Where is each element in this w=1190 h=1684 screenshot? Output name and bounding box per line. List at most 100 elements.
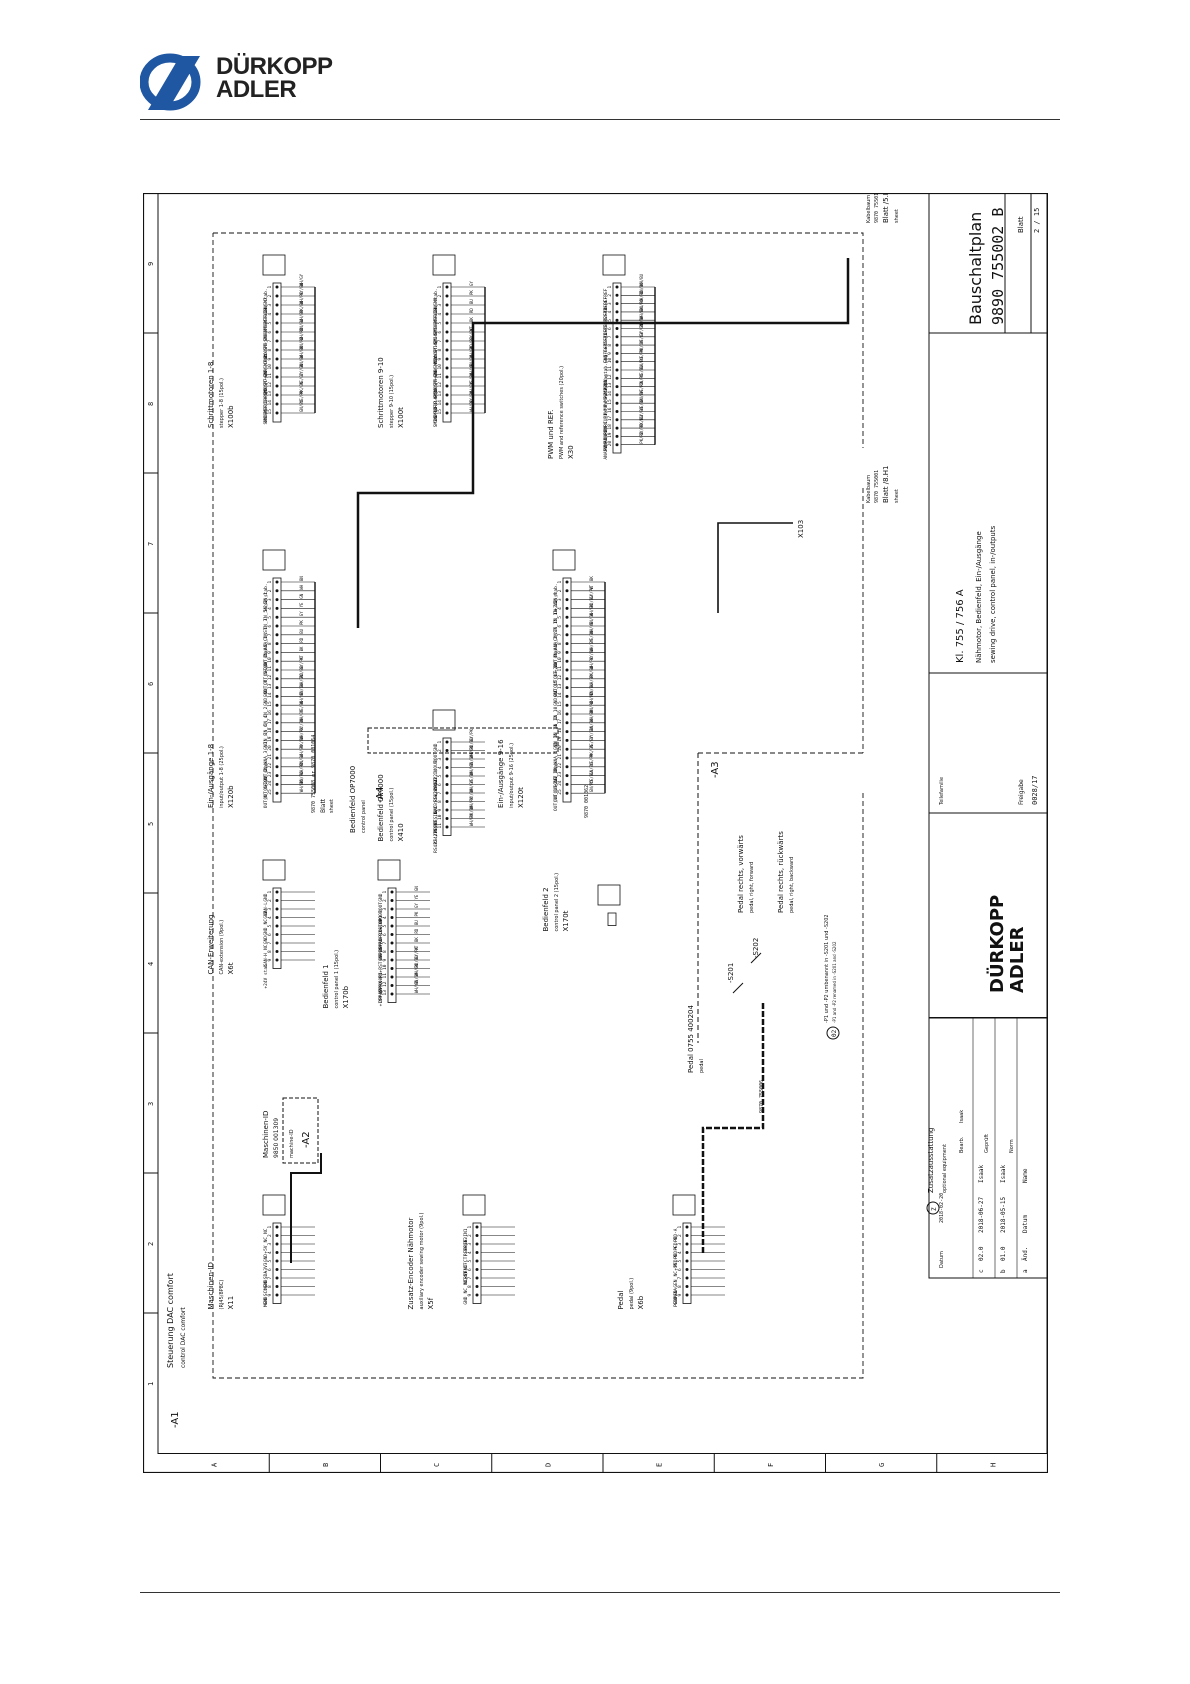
pin-signal: OUT_7: [263, 680, 269, 694]
pin-number: 18: [267, 727, 273, 733]
pin-number: 3: [437, 758, 443, 761]
block-connector-name: X5f: [427, 1297, 435, 1309]
pin-number: 6: [607, 327, 613, 330]
pedal-note-en: -P1 and -P2 renamed in -S201 and -S202: [832, 941, 837, 1023]
pin-number: 18: [557, 727, 563, 733]
pin-signal: IN_16: [553, 733, 559, 747]
wire-color: BK: [589, 576, 594, 581]
block-title: CAN-Erweiterung: [207, 915, 215, 975]
pin-signal: GND: [263, 893, 269, 901]
pin-signal: SM8-REF: [263, 405, 269, 424]
pin-number: 12: [382, 981, 388, 987]
pin-dot: [615, 302, 619, 306]
pin-signal: CAN-H: [263, 953, 269, 967]
wire-color: YE/GY: [639, 331, 644, 344]
pin-dot: [275, 1268, 279, 1271]
wire-color: WH/BK: [589, 709, 594, 722]
optional-label: Zusatzausstattung: [927, 1128, 935, 1193]
connector-symbol-icon: [597, 884, 621, 906]
pin-number: 16: [607, 407, 613, 413]
bearb-name: Isaak: [959, 1110, 965, 1123]
pin-signal: IN_ANA_2: [553, 636, 559, 658]
row-marker: E: [656, 1463, 664, 1467]
block-title: Zusatz-Encoder Nähmotor: [407, 1217, 415, 1309]
pin-signal: +5V: [463, 1271, 469, 1279]
pin-signal: SM7-CLK: [263, 306, 269, 325]
pin-dot: [475, 1259, 479, 1263]
pin-number: 11: [437, 823, 443, 829]
pin-dot: [275, 738, 279, 742]
pin-dot: [615, 434, 619, 438]
wire-color: GY: [299, 611, 304, 616]
block-subtitle: CAN-extension (9pol.): [219, 920, 225, 975]
block-connector-name: X6b: [637, 1295, 645, 1309]
pin-dot: [685, 1285, 689, 1288]
pin-dot: [565, 677, 569, 681]
pin-number: 18: [607, 424, 613, 430]
pin-number: 8: [267, 950, 273, 953]
pin-signal: +15V: [378, 995, 384, 1006]
pin-dot: [445, 791, 449, 795]
pin-number: 5: [267, 1260, 273, 1263]
note-ref: 02: [831, 1029, 838, 1037]
pin-signal: BOOT: [433, 752, 439, 763]
family-label: Teilefamilie: [939, 777, 945, 806]
block-connector-name: X11: [227, 1296, 235, 1310]
pin-number: 6: [467, 1268, 473, 1271]
block-connector-name: X6t: [227, 962, 235, 974]
wire-color: BN/BK: [299, 354, 304, 367]
pin-signal: NC (ENC-CT): [463, 1254, 469, 1284]
switch-s201: -S201: [727, 963, 735, 983]
column-marker: 9: [147, 262, 155, 266]
wire-color: BN/GN: [589, 612, 594, 625]
column-marker: 8: [147, 402, 155, 406]
pin-signal: IN_4: [263, 715, 269, 726]
wire-color: YE: [414, 894, 419, 899]
wire-color: GY/PK: [469, 327, 474, 340]
pin-number: 15: [437, 409, 443, 415]
pin-dot: [275, 907, 279, 911]
pin-dot: [685, 1234, 689, 1237]
pin-dot: [275, 1251, 279, 1254]
brand-line-2: ADLER: [216, 76, 297, 103]
header-rule: [140, 119, 1060, 120]
pin-signal: NC: [673, 1271, 679, 1277]
pin-signal: GND: [553, 742, 559, 750]
pedal-title: Pedal 0755 400204: [687, 1005, 695, 1073]
title-block: [928, 193, 1048, 1018]
pin-number: 4: [382, 916, 388, 919]
cable-ref: 9870 755006: [759, 1080, 765, 1113]
pin-dot: [275, 321, 279, 325]
wire-color: BN/BU: [639, 282, 644, 295]
block-title: Ein-/Ausgänge 1-8: [207, 744, 215, 808]
connector-symbol-icon: [262, 859, 286, 881]
control-panel-title: Bedienfeld OP7000: [349, 766, 357, 833]
harness-sheet-ref: Blatt /5.H1: [882, 193, 890, 223]
pin-number: 6: [437, 331, 443, 334]
pin-number: 16: [267, 710, 273, 716]
pin-dot: [445, 303, 449, 307]
pin-signal: GND SIG: [433, 794, 439, 813]
pin-dot: [615, 401, 619, 405]
pin-dot: [275, 402, 279, 406]
pin-number: 2: [382, 899, 388, 902]
pin-signal: +5V: [673, 1262, 679, 1270]
pin-signal: ST2-REF: [603, 305, 609, 324]
pin-dot: [615, 418, 619, 422]
block-subtitle: input/output 1-8 (25pol.): [219, 746, 225, 808]
pin-number: 2: [267, 1234, 273, 1237]
pin-dot: [275, 330, 279, 334]
pin-signal: NC: [263, 1237, 269, 1243]
connector-body: [387, 887, 397, 1003]
duerkopp-adler-logo-icon: [140, 53, 201, 111]
harness-sheet-en: sheet: [894, 209, 900, 223]
pin-signal: GND: [553, 698, 559, 706]
wire-color: WH/GY: [469, 779, 474, 792]
pin-number: 4: [267, 1251, 273, 1254]
pin-dot: [615, 318, 619, 322]
pin-number: 7: [267, 942, 273, 945]
wire-color: BN/RD: [299, 336, 304, 349]
block-subtitle: pedal (9pol.): [629, 1278, 635, 1310]
wire-color: BN/RD: [589, 700, 594, 713]
